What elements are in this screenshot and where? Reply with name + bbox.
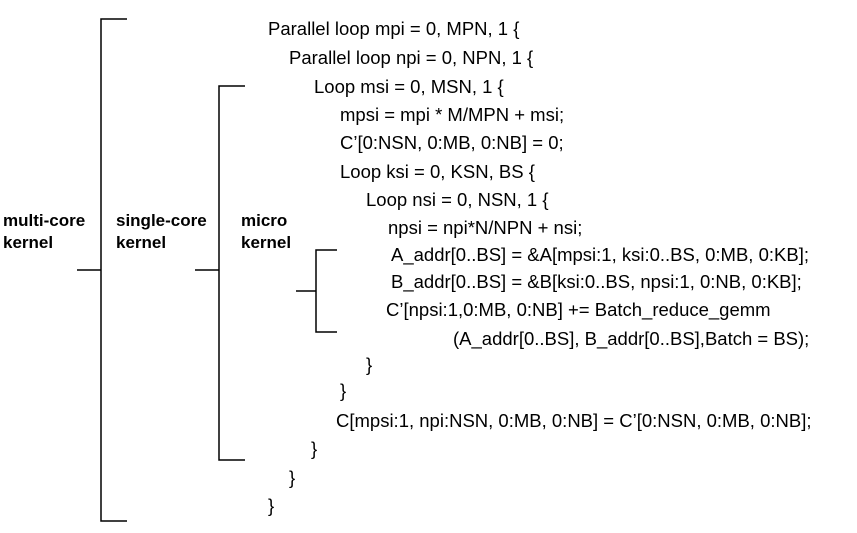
code-line-loop-ksi: Loop ksi = 0, KSN, BS {: [340, 161, 535, 182]
code-line-close-npi: }: [289, 467, 296, 488]
code-line-close-mpi: }: [268, 495, 275, 516]
code-line-parallel-mpi: Parallel loop mpi = 0, MPN, 1 {: [268, 18, 520, 39]
code-line-loop-msi: Loop msi = 0, MSN, 1 {: [314, 76, 504, 97]
single-core-bracket: [195, 85, 245, 461]
code-line-npsi: npsi = npi*N/NPN + nsi;: [388, 217, 583, 238]
single-core-label-line2: kernel: [116, 233, 167, 252]
code-line-batch-reduce-args: (A_addr[0..BS], B_addr[0..BS],Batch = BS…: [453, 328, 810, 349]
code-line-close-msi: }: [311, 438, 318, 459]
multi-core-kernel-label: multi-core kernel: [3, 210, 85, 254]
multi-core-label-line1: multi-core: [3, 211, 86, 230]
multi-core-label-line2: kernel: [3, 233, 54, 252]
code-line-parallel-npi: Parallel loop npi = 0, NPN, 1 {: [289, 47, 534, 68]
code-line-close-nsi: }: [366, 354, 373, 375]
micro-label-line1: micro: [241, 211, 288, 230]
micro-label-line2: kernel: [241, 233, 292, 252]
code-line-a-addr: A_addr[0..BS] = &A[mpsi:1, ksi:0..BS, 0:…: [391, 244, 809, 265]
code-line-c-writeback: C[mpsi:1, npi:NSN, 0:MB, 0:NB] = C’[0:NS…: [336, 410, 812, 431]
code-line-mpsi: mpsi = mpi * M/MPN + msi;: [340, 104, 565, 125]
micro-kernel-bracket: [296, 249, 337, 333]
single-core-kernel-label: single-core kernel: [116, 210, 207, 254]
code-line-batch-reduce-gemm: C’[npsi:1,0:MB, 0:NB] += Batch_reduce_ge…: [386, 299, 771, 320]
micro-kernel-label: micro kernel: [241, 210, 291, 254]
code-line-c-prime-init: C’[0:NSN, 0:MB, 0:NB] = 0;: [340, 132, 564, 153]
code-line-loop-nsi: Loop nsi = 0, NSN, 1 {: [366, 189, 549, 210]
multi-core-bracket: [77, 18, 127, 522]
single-core-label-line1: single-core: [116, 211, 207, 230]
code-line-b-addr: B_addr[0..BS] = &B[ksi:0..BS, npsi:1, 0:…: [391, 271, 802, 292]
code-line-close-ksi: }: [340, 380, 347, 401]
